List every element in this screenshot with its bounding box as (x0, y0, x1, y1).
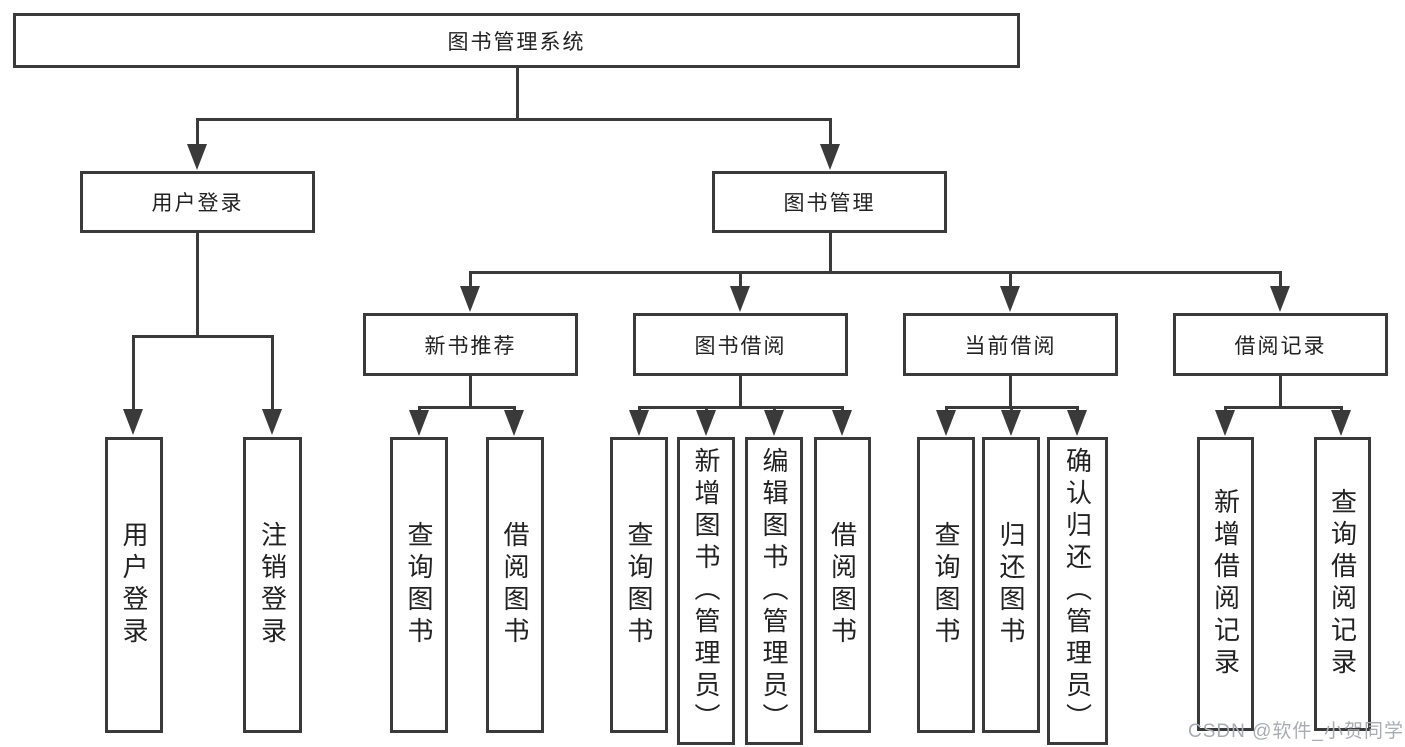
connector-arrow-shaft (1224, 406, 1227, 412)
connector-arrow-shaft (1279, 271, 1282, 288)
arrow-down-icon (1067, 410, 1087, 436)
node-label: 新增借阅记录 (1210, 488, 1241, 680)
connector-line (516, 68, 519, 118)
node-label: 图书借阅 (694, 334, 787, 358)
connector-line (196, 118, 832, 121)
connector-line (1225, 406, 1343, 409)
arrow-down-icon (460, 286, 480, 312)
arrow-down-icon (1331, 410, 1351, 436)
node-leaf-borrow-book-new: 借阅图书 (486, 437, 544, 733)
arrow-down-icon (1270, 286, 1290, 312)
node-leaf-query-book-current: 查询图书 (917, 437, 975, 733)
node-label: 新书推荐 (424, 334, 517, 358)
connector-arrow-shaft (841, 406, 844, 412)
connector-arrow-shaft (1340, 406, 1343, 412)
connector-line (639, 406, 844, 409)
connector-arrow-shaft (1009, 271, 1012, 288)
node-leaf-user-login: 用户登录 (105, 437, 163, 733)
connector-arrow-shaft (1010, 406, 1013, 412)
arrow-down-icon (832, 410, 852, 436)
connector-arrow-shaft (638, 406, 641, 412)
arrow-down-icon (123, 409, 143, 435)
arrow-down-icon (696, 410, 716, 436)
node-book-mgmt: 图书管理 (712, 171, 947, 233)
node-label: 查询图书 (931, 521, 961, 649)
node-label: 当前借阅 (964, 334, 1057, 358)
node-user-login: 用户登录 (80, 171, 315, 233)
connector-arrow-shaft (739, 271, 742, 288)
arrow-down-icon (504, 410, 524, 436)
arrow-down-icon (730, 286, 750, 312)
arrow-down-icon (1215, 410, 1235, 436)
connector-arrow-shaft (829, 118, 832, 146)
node-label: 用户登录 (151, 192, 244, 215)
node-leaf-edit-book: 编辑图书（管理员） (745, 437, 803, 745)
node-leaf-confirm-return: 确认归还（管理员） (1047, 437, 1108, 745)
arrow-down-icon (187, 144, 207, 170)
node-root: 图书管理系统 (13, 13, 1020, 68)
connector-line (1279, 376, 1282, 408)
node-leaf-query-book-new: 查询图书 (390, 437, 448, 733)
node-label: 借阅图书 (500, 521, 530, 649)
node-label: 新增图书（管理员） (691, 447, 721, 735)
connector-arrow-shaft (132, 335, 135, 411)
node-current-borrow: 当前借阅 (903, 313, 1118, 376)
connector-arrow-shaft (1076, 406, 1079, 412)
arrow-down-icon (629, 410, 649, 436)
node-label: 查询借阅记录 (1327, 488, 1358, 680)
node-label: 借阅图书 (827, 521, 858, 649)
node-leaf-borrow-book-borrow: 借阅图书 (814, 437, 871, 733)
node-label: 确认归还（管理员） (1062, 447, 1093, 735)
node-label: 编辑图书（管理员） (759, 447, 789, 735)
connector-arrow-shaft (513, 406, 516, 412)
watermark: CSDN @软件_小贺同学 (1188, 721, 1404, 742)
node-label: 借阅记录 (1234, 334, 1327, 358)
node-label: 图书管理 (783, 192, 876, 215)
node-leaf-logout: 注销登录 (243, 437, 302, 733)
node-label: 查询图书 (624, 521, 654, 649)
node-leaf-add-book: 新增图书（管理员） (677, 437, 735, 745)
arrow-down-icon (1001, 410, 1021, 436)
node-leaf-return-book: 归还图书 (982, 437, 1040, 733)
connector-arrow-shaft (469, 271, 472, 288)
node-leaf-query-book-borrow: 查询图书 (610, 437, 668, 733)
connector-line (469, 271, 1282, 274)
connector-arrow-shaft (196, 118, 199, 146)
arrow-down-icon (262, 409, 282, 435)
node-label: 查询图书 (404, 521, 434, 649)
arrow-down-icon (820, 144, 840, 170)
connector-arrow-shaft (271, 335, 274, 411)
connector-arrow-shaft (945, 406, 948, 412)
connector-line (1009, 376, 1012, 408)
node-new-book-rec: 新书推荐 (363, 313, 578, 376)
node-label: 用户登录 (119, 521, 149, 649)
connector-arrow-shaft (705, 406, 708, 412)
connector-line (419, 406, 516, 409)
node-borrow-records: 借阅记录 (1173, 313, 1388, 376)
connector-line (133, 335, 274, 338)
connector-line (469, 376, 472, 408)
arrow-down-icon (764, 410, 784, 436)
node-label: 归还图书 (996, 521, 1026, 649)
arrow-down-icon (1000, 286, 1020, 312)
connector-line (196, 233, 199, 337)
connector-arrow-shaft (773, 406, 776, 412)
node-book-borrow: 图书借阅 (633, 313, 848, 376)
connector-line (739, 376, 742, 408)
node-label: 注销登录 (257, 521, 288, 649)
arrow-down-icon (936, 410, 956, 436)
connector-line (829, 233, 832, 273)
node-label: 图书管理系统 (447, 30, 586, 54)
node-leaf-query-record: 查询借阅记录 (1314, 437, 1371, 731)
arrow-down-icon (409, 410, 429, 436)
node-leaf-add-record: 新增借阅记录 (1197, 437, 1254, 731)
connector-arrow-shaft (418, 406, 421, 412)
